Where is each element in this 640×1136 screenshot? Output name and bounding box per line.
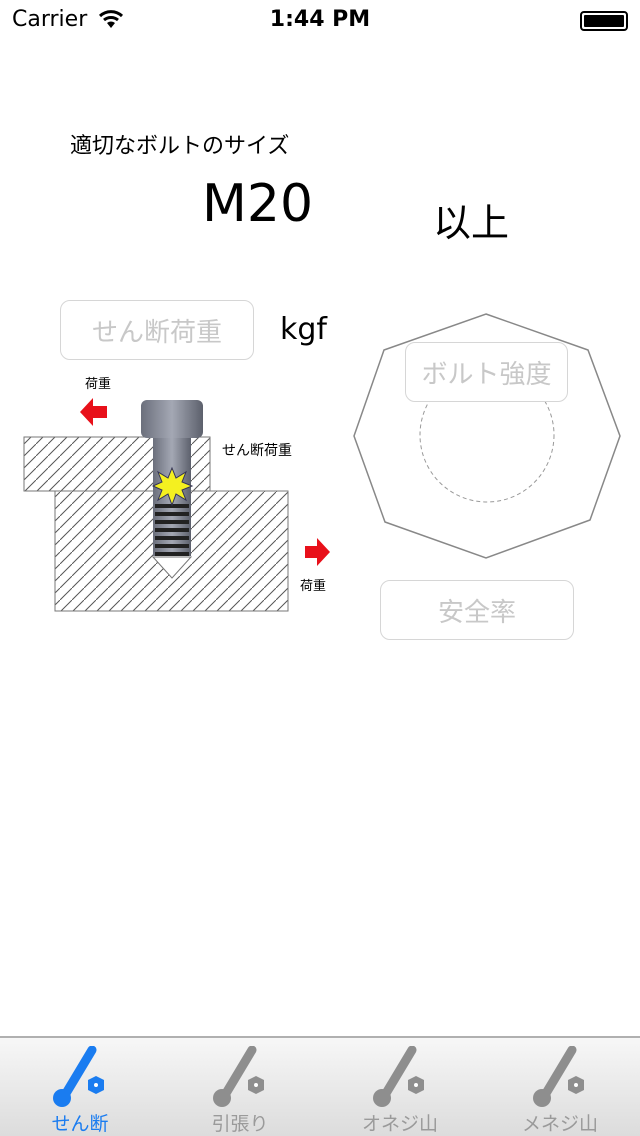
- shear-load-label: せん断荷重: [222, 443, 292, 459]
- bolt-nut-icon: [373, 1046, 424, 1107]
- bolt-nut-icon: [533, 1046, 584, 1107]
- tab-bar: せん断 引張り オネジ山 メネジ山: [0, 1036, 640, 1136]
- tab-label: オネジ山: [361, 1113, 438, 1135]
- nut-outline: [353, 313, 621, 559]
- bolt-nut-icon: [213, 1046, 264, 1107]
- arrow-right-icon: [305, 538, 330, 566]
- size-value: M20: [202, 174, 314, 234]
- bolt-nut-icon: [53, 1046, 104, 1107]
- load-bottom-label: 荷重: [300, 578, 326, 594]
- tab-label: 引張り: [211, 1113, 269, 1135]
- tab-label: メネジ山: [521, 1113, 598, 1135]
- burst-icon: [151, 466, 194, 507]
- clock: 1:44 PM: [269, 7, 371, 32]
- carrier-label: Carrier: [12, 7, 88, 32]
- tab-shear[interactable]: せん断: [0, 1038, 160, 1136]
- unit-label: kgf: [280, 312, 327, 347]
- tab-internal-thread[interactable]: メネジ山: [480, 1038, 640, 1136]
- safety-factor-input[interactable]: 安全率: [380, 580, 574, 640]
- bolt-head: [141, 400, 203, 438]
- wifi-icon: [98, 10, 124, 28]
- status-bar: Carrier 1:44 PM: [0, 0, 640, 40]
- bolt-strength-input[interactable]: ボルト強度: [405, 342, 568, 402]
- tab-tension[interactable]: 引張り: [160, 1038, 320, 1136]
- shear-diagram: 荷重 せん断荷重 荷重: [23, 376, 330, 612]
- shear-load-input[interactable]: せん断荷重: [60, 300, 254, 360]
- tab-label: せん断: [51, 1113, 109, 1135]
- arrow-left-icon: [80, 398, 107, 426]
- size-suffix: 以上: [433, 201, 510, 245]
- tab-external-thread[interactable]: オネジ山: [320, 1038, 480, 1136]
- load-top-label: 荷重: [85, 376, 111, 392]
- size-label: 適切なボルトのサイズ: [70, 134, 290, 159]
- battery-icon: [580, 11, 628, 31]
